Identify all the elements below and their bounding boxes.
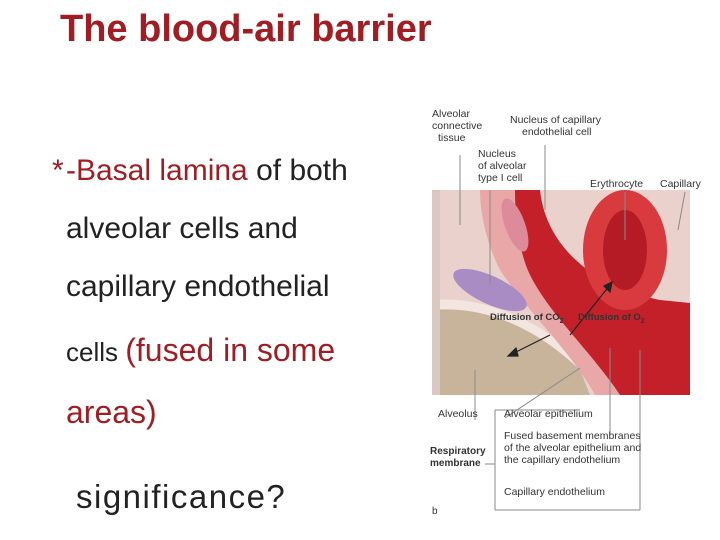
bullet-mark: * xyxy=(52,154,64,187)
body-line-5: areas) xyxy=(66,394,157,430)
label-line: Nucleus of capillary xyxy=(510,114,602,126)
label-diffusion-co2: Diffusion of CO2 xyxy=(490,312,564,328)
label-line: of alveolar xyxy=(478,160,527,172)
label-text: Diffusion of O xyxy=(578,312,641,323)
label-line: Fused basement membranes xyxy=(504,430,641,442)
body-line-4: cells (fused in some xyxy=(66,332,335,369)
subscript: 2 xyxy=(559,317,564,325)
blood-air-barrier-figure: b Alveolar connective tissue Nucleus of … xyxy=(420,100,720,520)
body-line-1: *-Basal lamina of both xyxy=(52,154,348,188)
label-alveolar-connective-tissue: Alveolar connective tissue xyxy=(432,108,492,144)
label-line: Alveolar xyxy=(432,108,470,120)
subscript: 2 xyxy=(640,317,645,325)
slide-title: The blood-air barrier xyxy=(60,8,432,50)
label-diffusion-o2: Diffusion of O2 xyxy=(578,312,645,328)
label-respiratory-membrane: Respiratory membrane xyxy=(430,446,486,470)
figure-illustration: b xyxy=(420,100,720,520)
label-line: tissue xyxy=(438,132,466,144)
label-line: connective xyxy=(432,120,483,132)
label-line: endothelial cell xyxy=(522,126,592,138)
fused-note: (fused in some xyxy=(125,332,336,368)
body-line-1-rest: of both xyxy=(247,154,348,187)
label-nucleus-capillary-endothelial: Nucleus of capillary endothelial cell xyxy=(510,114,601,138)
body-line-3: capillary endothelial xyxy=(66,270,330,303)
body-line-2: alveolar cells and xyxy=(66,212,298,245)
label-text: Diffusion of CO xyxy=(490,312,560,323)
label-line: of the alveolar epithelium and xyxy=(504,442,642,454)
label-line: the capillary endothelium xyxy=(504,454,621,466)
significance-question: significance? xyxy=(76,478,287,515)
label-line: type I cell xyxy=(478,172,523,184)
label-capillary-endothelium: Capillary endothelium xyxy=(504,486,605,498)
label-capillary: Capillary xyxy=(660,178,701,190)
panel-letter: b xyxy=(432,506,438,517)
body-line-4-a: cells xyxy=(66,337,126,367)
label-nucleus-type1: Nucleus of alveolar type I cell xyxy=(478,148,526,184)
label-fused-basement: Fused basement membranes of the alveolar… xyxy=(504,430,641,466)
label-line: membrane xyxy=(430,458,481,469)
label-alveolus: Alveolus xyxy=(438,408,478,420)
label-line: Nucleus xyxy=(478,148,516,160)
histology-panel xyxy=(432,190,690,395)
label-erythrocyte: Erythrocyte xyxy=(590,178,644,190)
label-line: Respiratory xyxy=(430,446,486,457)
label-alveolar-epithelium: Alveolar epithelium xyxy=(504,408,593,420)
basal-lamina-term: -Basal lamina xyxy=(66,154,248,187)
